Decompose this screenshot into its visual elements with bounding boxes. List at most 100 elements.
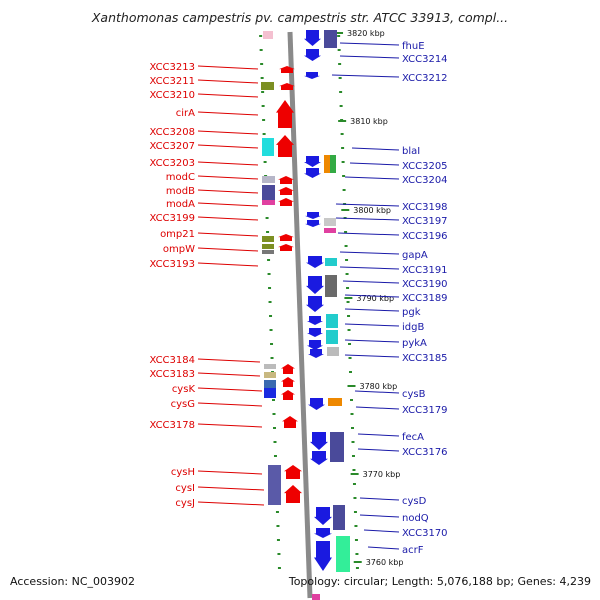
gene-label-left[interactable]: XCC3213: [149, 62, 195, 73]
gene-label-left[interactable]: XCC3211: [149, 76, 195, 87]
feature-box[interactable]: [324, 30, 337, 48]
gene-label-left[interactable]: XCC3184: [149, 355, 195, 366]
gene-label-right[interactable]: pgk: [402, 307, 421, 318]
gene-label-left[interactable]: cysK: [172, 384, 196, 395]
gene-label-right[interactable]: XCC3197: [402, 216, 448, 227]
feature-box[interactable]: [262, 236, 274, 242]
gene-feature[interactable]: [305, 220, 321, 227]
feature-box[interactable]: [333, 505, 345, 530]
gene-label-left[interactable]: XCC3199: [149, 213, 195, 224]
gene-feature[interactable]: [278, 198, 294, 206]
feature-box[interactable]: [268, 465, 281, 491]
gene-label-right[interactable]: nodQ: [402, 513, 429, 524]
gene-label-left[interactable]: cysH: [171, 467, 195, 478]
gene-feature[interactable]: [304, 72, 320, 79]
gene-feature[interactable]: [304, 168, 321, 178]
gene-feature[interactable]: [281, 390, 295, 400]
gene-label-left[interactable]: modC: [166, 172, 195, 183]
gene-feature[interactable]: [281, 377, 295, 387]
gene-label-right[interactable]: XCC3191: [402, 265, 448, 276]
gene-feature[interactable]: [310, 451, 328, 465]
gene-label-right[interactable]: XCC3196: [402, 231, 448, 242]
feature-box[interactable]: [326, 330, 338, 344]
gene-label-left[interactable]: modB: [166, 186, 195, 197]
gene-label-right[interactable]: idgB: [402, 322, 424, 333]
feature-box[interactable]: [261, 82, 274, 90]
gene-feature[interactable]: [276, 100, 294, 128]
gene-feature[interactable]: [279, 83, 295, 90]
gene-label-right[interactable]: cysB: [402, 389, 426, 400]
gene-label-right[interactable]: gapA: [402, 250, 428, 261]
gene-feature[interactable]: [305, 212, 321, 219]
gene-label-left[interactable]: modA: [166, 199, 195, 210]
gene-feature[interactable]: [276, 135, 294, 157]
gene-label-left[interactable]: XCC3210: [149, 90, 195, 101]
gene-feature[interactable]: [278, 234, 294, 241]
feature-box[interactable]: [312, 594, 320, 600]
gene-label-right[interactable]: XCC3214: [402, 54, 448, 65]
gene-label-left[interactable]: XCC3178: [149, 420, 195, 431]
gene-feature[interactable]: [308, 398, 325, 410]
feature-box[interactable]: [264, 372, 276, 378]
feature-box[interactable]: [324, 218, 336, 226]
gene-label-right[interactable]: blaI: [402, 146, 420, 157]
gene-feature[interactable]: [307, 340, 323, 350]
gene-feature[interactable]: [278, 244, 294, 251]
gene-label-right[interactable]: cysD: [402, 496, 427, 507]
feature-box[interactable]: [264, 388, 276, 398]
feature-box[interactable]: [330, 432, 344, 462]
gene-feature[interactable]: [306, 296, 324, 312]
feature-box[interactable]: [268, 491, 281, 505]
gene-label-left[interactable]: cysG: [171, 399, 195, 410]
feature-box[interactable]: [263, 31, 273, 39]
feature-box[interactable]: [262, 185, 275, 200]
feature-box[interactable]: [327, 347, 339, 356]
gene-feature[interactable]: [306, 256, 324, 268]
gene-feature[interactable]: [279, 66, 295, 73]
feature-box[interactable]: [262, 250, 274, 254]
gene-feature[interactable]: [310, 432, 328, 450]
gene-label-left[interactable]: cysJ: [175, 498, 195, 509]
gene-feature[interactable]: [284, 465, 302, 479]
feature-box[interactable]: [325, 258, 337, 266]
gene-label-left[interactable]: XCC3207: [149, 141, 195, 152]
gene-label-left[interactable]: ompW: [163, 244, 195, 255]
gene-label-left[interactable]: XCC3193: [149, 259, 195, 270]
gene-feature[interactable]: [304, 156, 321, 167]
gene-feature[interactable]: [282, 416, 298, 428]
feature-box[interactable]: [264, 380, 276, 388]
feature-box[interactable]: [324, 228, 336, 233]
gene-label-right[interactable]: XCC3212: [402, 73, 448, 84]
feature-box[interactable]: [336, 536, 350, 572]
gene-feature[interactable]: [278, 176, 294, 184]
gene-feature[interactable]: [307, 328, 323, 337]
gene-feature[interactable]: [314, 528, 332, 538]
gene-feature[interactable]: [308, 349, 324, 358]
gene-label-left[interactable]: XCC3208: [149, 127, 195, 138]
feature-box[interactable]: [262, 244, 274, 249]
gene-label-right[interactable]: XCC3204: [402, 175, 448, 186]
gene-label-right[interactable]: XCC3176: [402, 447, 448, 458]
gene-label-right[interactable]: XCC3190: [402, 279, 448, 290]
feature-box[interactable]: [264, 364, 276, 369]
gene-label-right[interactable]: fhuE: [402, 41, 425, 52]
gene-feature[interactable]: [304, 30, 321, 46]
gene-label-left[interactable]: omp21: [160, 229, 195, 240]
gene-label-right[interactable]: acrF: [402, 545, 424, 556]
gene-feature[interactable]: [314, 541, 332, 571]
gene-label-right[interactable]: XCC3205: [402, 161, 448, 172]
gene-label-right[interactable]: XCC3185: [402, 353, 448, 364]
feature-box[interactable]: [262, 176, 275, 183]
gene-label-right[interactable]: XCC3189: [402, 293, 448, 304]
feature-box[interactable]: [330, 155, 336, 173]
feature-box[interactable]: [324, 155, 330, 173]
gene-label-right[interactable]: fecA: [402, 432, 424, 443]
gene-label-right[interactable]: XCC3170: [402, 528, 448, 539]
gene-feature[interactable]: [278, 187, 294, 195]
feature-box[interactable]: [325, 275, 337, 297]
gene-label-right[interactable]: XCC3179: [402, 405, 448, 416]
gene-label-left[interactable]: XCC3183: [149, 369, 195, 380]
gene-label-right[interactable]: XCC3198: [402, 202, 448, 213]
feature-box[interactable]: [262, 138, 274, 156]
gene-feature[interactable]: [281, 364, 295, 374]
